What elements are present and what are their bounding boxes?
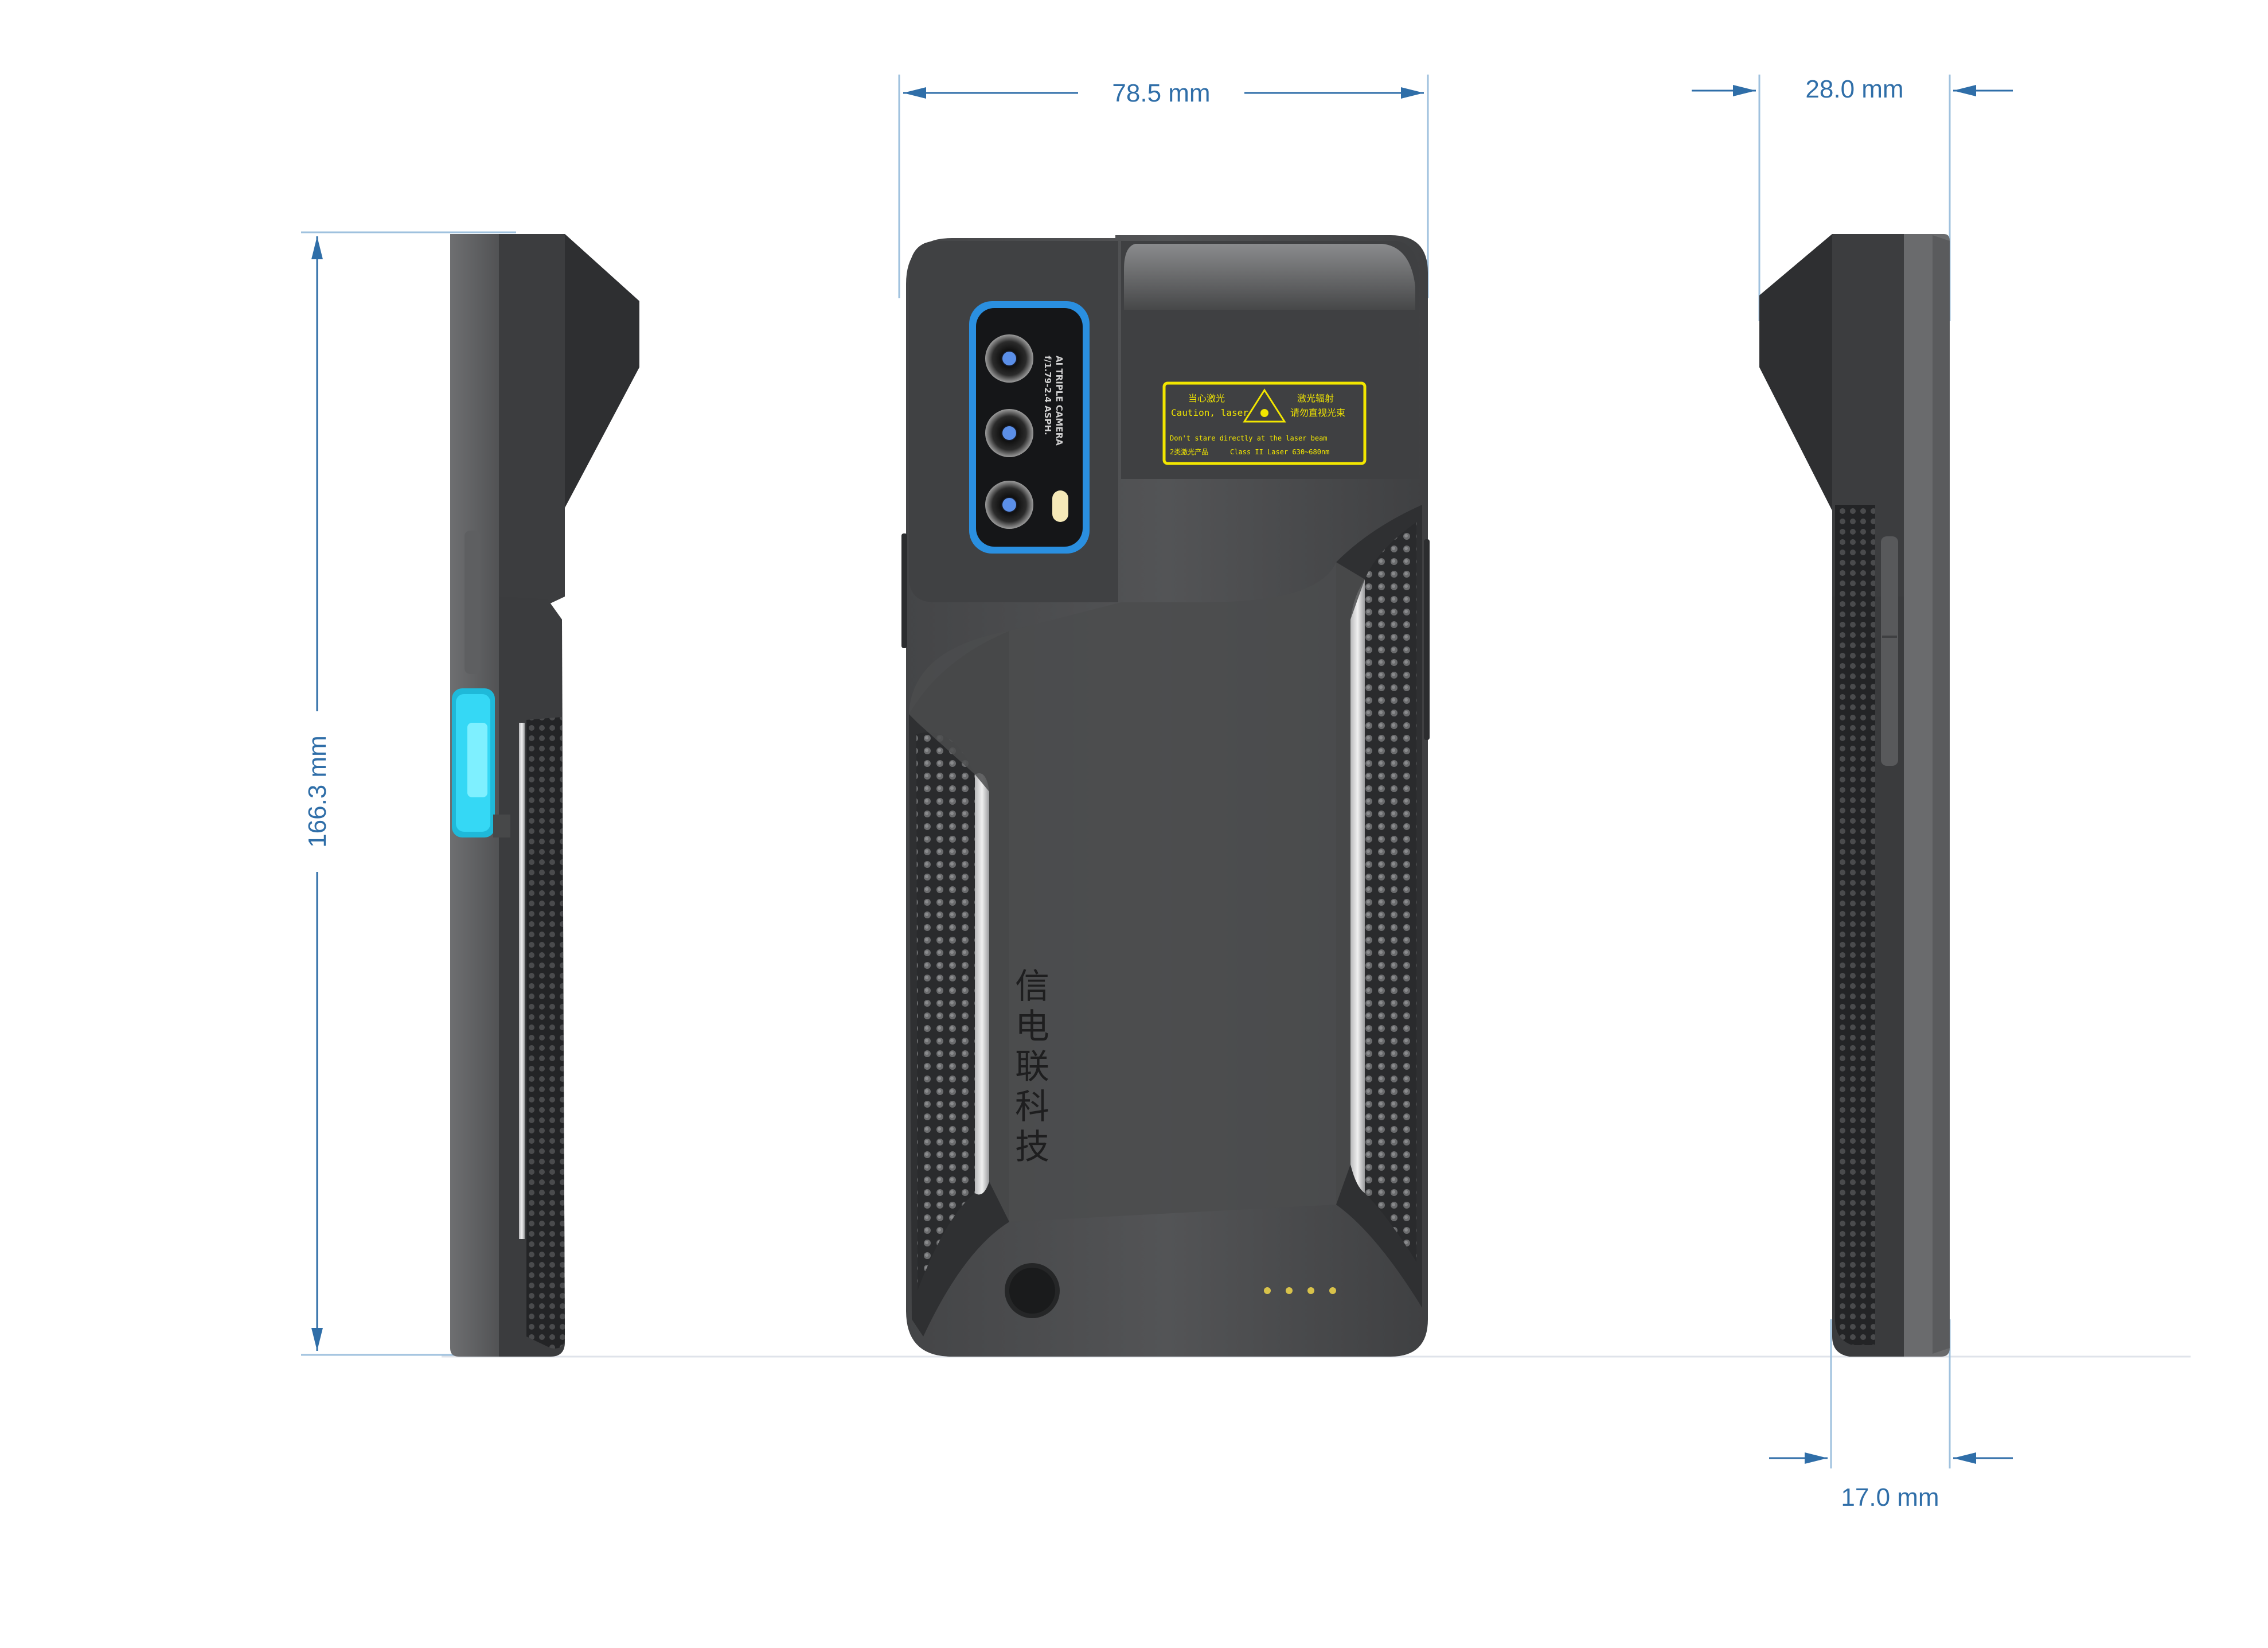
camera-module: AI TRIPLE CAMERA f/1.79-2.4 ASPH.: [969, 301, 1090, 554]
thickness-bottom-dimension: 17.0 mm: [1769, 1319, 2013, 1511]
width-dimension: 78.5 mm: [898, 75, 1429, 298]
svg-text:信: 信: [1015, 967, 1049, 1007]
width-label: 78.5 mm: [1112, 79, 1210, 107]
height-label: 166.3 mm: [303, 735, 331, 848]
camera-lens-icon: [985, 334, 1033, 383]
back-view: 当心激光 Caution, laser 激光辐射 请勿直视光束 Don't st…: [901, 235, 1430, 1357]
brand-text: 信 电 联 科 技: [1015, 967, 1049, 1167]
svg-text:电: 电: [1015, 1007, 1049, 1047]
svg-text:请勿直视光束: 请勿直视光束: [1290, 407, 1345, 418]
pogo-pin-icon: [1264, 1287, 1336, 1294]
svg-text:Caution, laser: Caution, laser: [1171, 407, 1248, 418]
laser-warning-label: 当心激光 Caution, laser 激光辐射 请勿直视光束 Don't st…: [1162, 381, 1367, 465]
right-side-view: [1759, 234, 1950, 1357]
scan-button-icon[interactable]: [452, 688, 495, 837]
svg-text:Don't stare directly at the la: Don't stare directly at the laser beam: [1170, 434, 1328, 442]
svg-text:激光辐射: 激光辐射: [1297, 393, 1334, 404]
camera-lens-icon: [985, 409, 1033, 457]
svg-text:当心激光: 当心激光: [1188, 393, 1225, 404]
laser-warning-icon: [1243, 388, 1286, 423]
thickness-bottom-label: 17.0 mm: [1841, 1483, 1939, 1511]
svg-text:科: 科: [1015, 1087, 1049, 1127]
svg-text:f/1.79-2.4 ASPH.: f/1.79-2.4 ASPH.: [1043, 356, 1053, 435]
camera-lens-icon: [985, 481, 1033, 529]
thickness-top-label: 28.0 mm: [1805, 75, 1903, 103]
height-dimension: 166.3 mm: [301, 231, 516, 1356]
svg-text:技: 技: [1015, 1127, 1049, 1167]
svg-text:AI TRIPLE CAMERA: AI TRIPLE CAMERA: [1054, 356, 1064, 446]
fingerprint-button-icon[interactable]: [1005, 1263, 1060, 1318]
flash-icon: [1052, 490, 1068, 522]
svg-text:联: 联: [1015, 1047, 1049, 1087]
svg-text:Class II Laser 630~680nm: Class II Laser 630~680nm: [1230, 448, 1329, 456]
left-side-view: [450, 234, 639, 1357]
svg-text:2类激光产品: 2类激光产品: [1170, 448, 1208, 456]
